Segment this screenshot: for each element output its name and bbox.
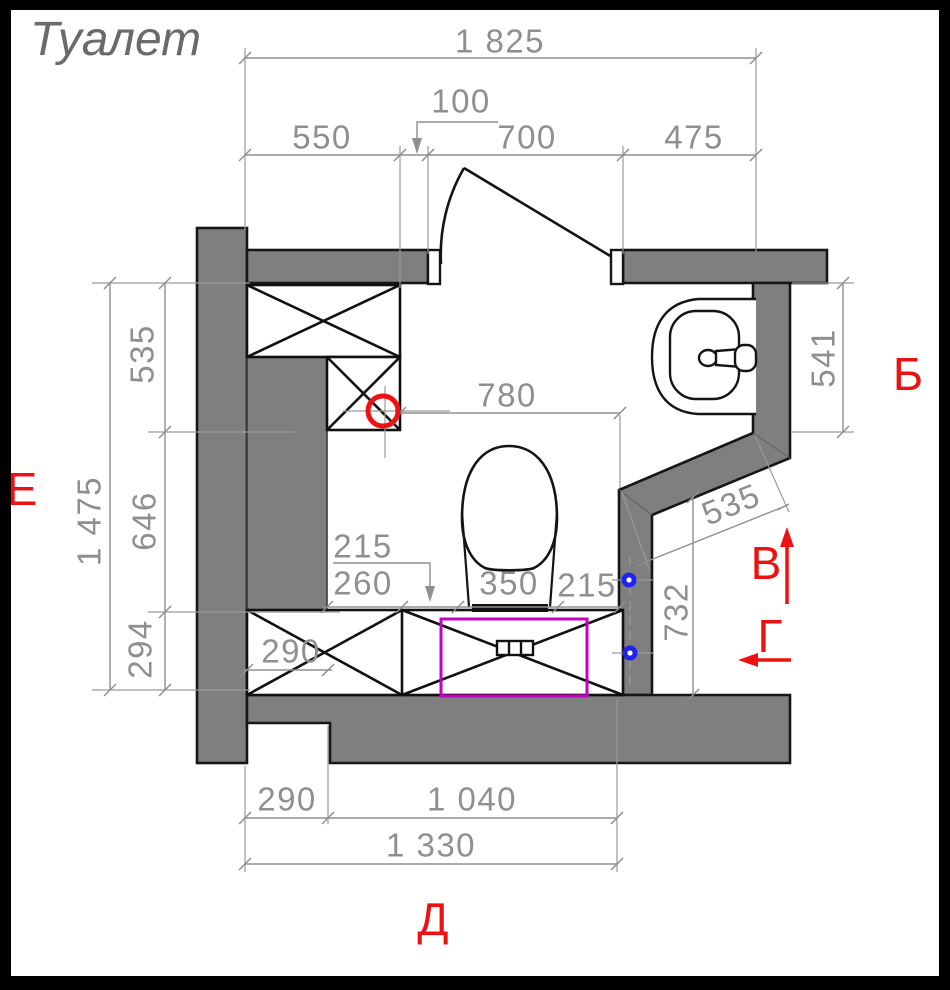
frame-border-right (939, 0, 950, 990)
dim-right-upper: 541 (804, 328, 842, 388)
dim-top-overall: 1 825 (454, 22, 546, 60)
axis-label-v: В (750, 537, 782, 589)
shower-tray (439, 617, 589, 698)
dim-bottom-opening: 1 040 (426, 780, 518, 818)
axis-label-b: Б (892, 348, 924, 400)
wall-top-left (245, 248, 430, 285)
extension-lines (92, 48, 854, 872)
sink-icon (650, 297, 758, 416)
wall-miter (618, 489, 653, 516)
dim-left-middle: 646 (125, 491, 163, 551)
frame-border-top (0, 0, 950, 10)
frame-border-left (0, 0, 11, 990)
dim-door-offset: 100 (431, 82, 491, 120)
drain-icon (495, 639, 535, 657)
wall-bottom (245, 693, 792, 765)
door-jamb (609, 248, 625, 286)
dim-top-door: 700 (497, 118, 557, 156)
frame-border-bottom (0, 976, 950, 990)
dim-left-upper: 535 (123, 324, 161, 384)
door-jamb (426, 248, 442, 286)
dim-niche-width: 260 (333, 564, 393, 602)
red-circle-marker (365, 393, 401, 429)
dim-bottom-left: 290 (257, 780, 317, 818)
cabinet-hatch (245, 283, 402, 359)
dim-room-width: 780 (477, 376, 537, 414)
axis-label-d: Д (417, 893, 449, 945)
dim-bottom-overall: 1 330 (385, 826, 477, 864)
dim-top-left: 550 (292, 118, 352, 156)
wall-top-right (621, 248, 829, 285)
section-arrow-left (738, 653, 791, 667)
wall-miter (752, 432, 791, 459)
dim-cabinet: 290 (261, 632, 321, 670)
shaft-hatch (325, 355, 402, 432)
dim-left-overall: 1 475 (70, 475, 108, 567)
axis-label-g: Г (757, 610, 783, 662)
blue-dot-marker (621, 572, 638, 661)
plan-title: Туалет (30, 13, 202, 66)
faucet-icon (697, 348, 719, 368)
dim-niche-offset: 215 (333, 527, 393, 565)
dim-toilet-gap: 215 (557, 566, 617, 604)
dimension-ticks (103, 51, 850, 871)
axis-label-e: Е (6, 463, 38, 515)
dim-left-lower: 294 (121, 619, 159, 679)
leader-arrows (412, 138, 435, 602)
dim-toilet-width: 350 (479, 564, 539, 602)
section-arrow-up (780, 527, 794, 604)
door-swing-icon (426, 166, 625, 286)
toilet-icon (460, 444, 559, 612)
duct-block (246, 356, 328, 613)
dimension-lines (109, 57, 844, 865)
wall-left (195, 226, 249, 765)
dim-top-right: 475 (664, 118, 724, 156)
hatched-boxes (245, 283, 625, 697)
dim-right-lower: 732 (657, 582, 695, 642)
walls (195, 226, 829, 765)
